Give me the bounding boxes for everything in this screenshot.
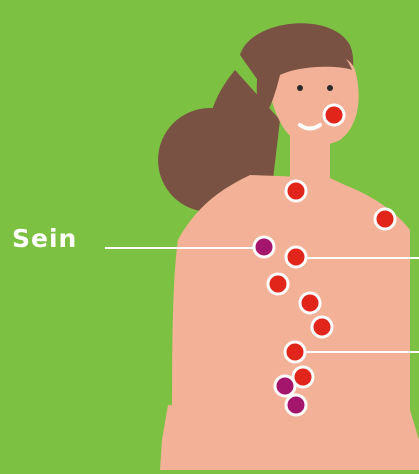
marker-chest-2[interactable]	[268, 274, 288, 294]
marker-abdomen-1[interactable]	[300, 293, 320, 313]
label-sein: Sein	[12, 226, 77, 251]
marker-left-shoulder[interactable]	[375, 209, 395, 229]
marker-nose[interactable]	[324, 105, 344, 125]
right-eye	[327, 85, 333, 91]
marker-right-shoulder[interactable]	[286, 181, 306, 201]
marker-chest-1[interactable]	[286, 247, 306, 267]
marker-abdomen-3[interactable]	[285, 342, 305, 362]
left-eye	[297, 85, 303, 91]
marker-breast[interactable]	[254, 237, 274, 257]
marker-abdomen-2[interactable]	[312, 317, 332, 337]
marker-pelvis-2[interactable]	[275, 376, 295, 396]
marker-pelvis-3[interactable]	[286, 395, 306, 415]
